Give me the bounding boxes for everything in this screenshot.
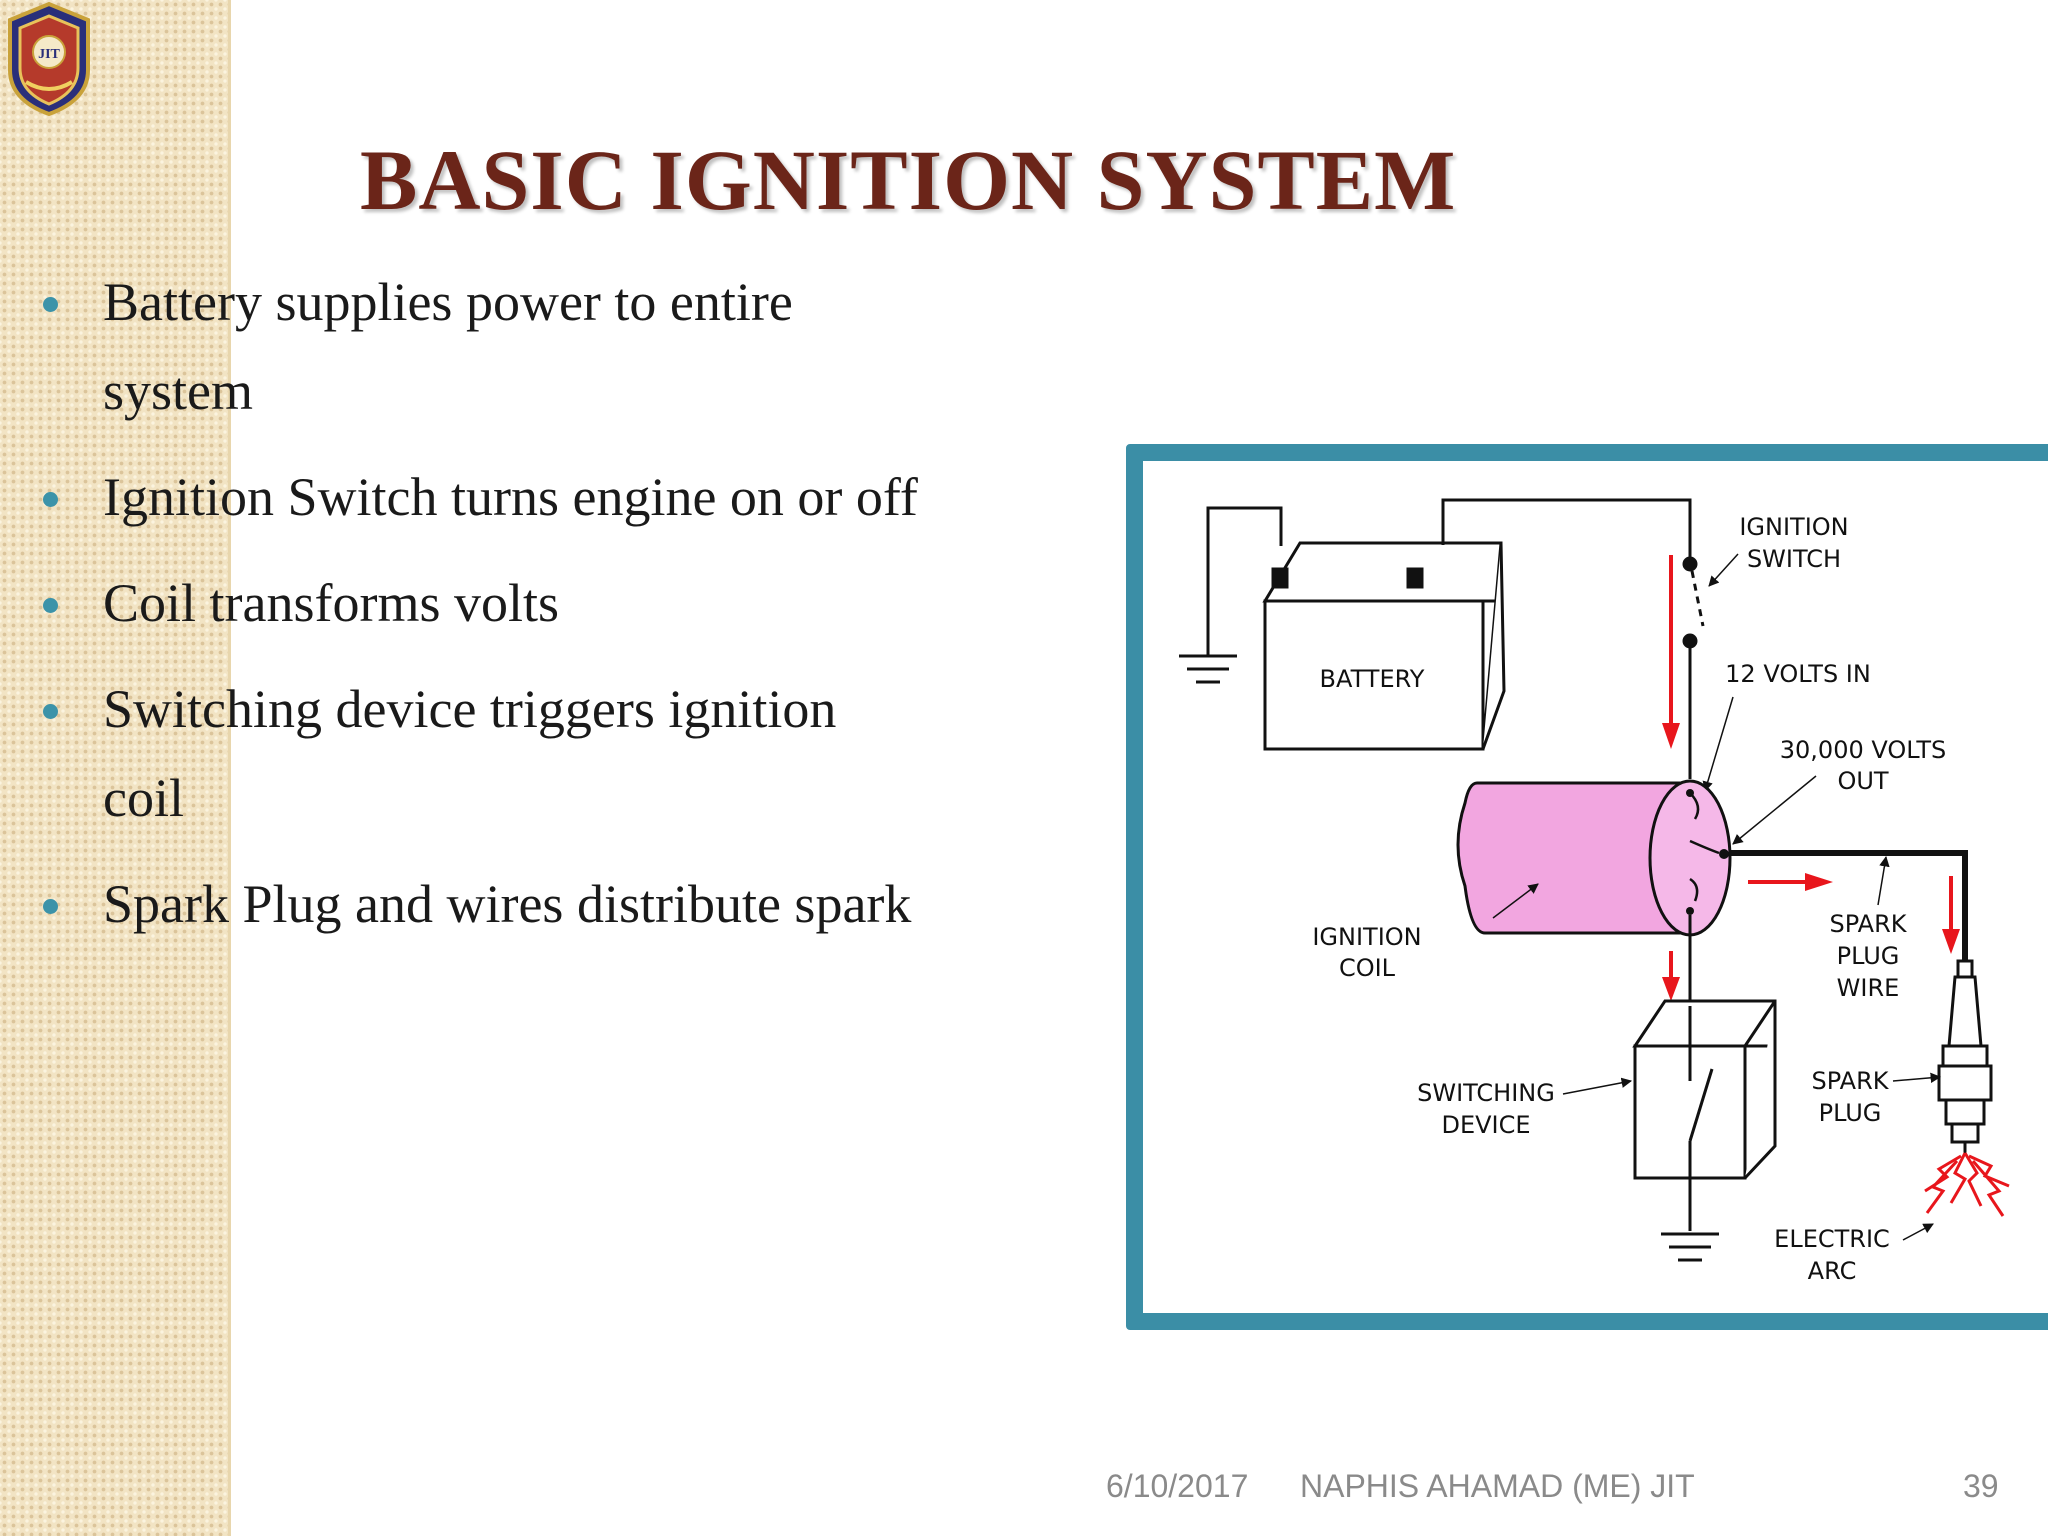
ignition-circuit-diagram: BATTERY IGNITION SWITCH 12 VOLTS IN IGNI… [1179, 498, 2010, 1285]
volts-in-label: 12 VOLTS IN [1725, 660, 1871, 688]
spark-plug-wire-label-line2: PLUG [1837, 942, 1900, 970]
ground-symbol-right [1661, 1232, 1719, 1262]
switching-label-leader [1562, 1077, 1633, 1095]
switching-device-icon [1632, 999, 1777, 1231]
spark-plug-wire [1729, 850, 1968, 961]
bullet-text: Ignition Switch turns engine on or off [103, 467, 918, 527]
spark-plug-wire-label-line1: SPARK [1829, 910, 1907, 938]
bullet-item: Battery supplies power to entire system [40, 258, 920, 436]
ground-wire-left [1206, 506, 1283, 569]
arc-label-leader [1902, 1223, 1934, 1241]
ignition-switch-label-line1: IGNITION [1739, 513, 1848, 541]
bullet-list: Battery supplies power to entire system … [40, 258, 920, 966]
ground-symbol-left [1179, 569, 1237, 684]
bullet-item: Switching device triggers ignition coil [40, 665, 920, 843]
spark-plug-label-line2: PLUG [1819, 1099, 1882, 1127]
bullet-item: Coil transforms volts [40, 559, 920, 648]
electric-arc-label-line2: ARC [1808, 1257, 1857, 1285]
ignition-coil-label-line2: COIL [1339, 954, 1396, 982]
bullet-item: Ignition Switch turns engine on or off [40, 453, 920, 542]
decorative-side-band [0, 0, 231, 1536]
bullet-item: Spark Plug and wires distribute spark [40, 860, 920, 949]
volts-out-leader [1732, 775, 1817, 845]
battery-to-switch-wire [1441, 498, 1692, 561]
ignition-switch-label-line2: SWITCH [1747, 545, 1841, 573]
coil-label-leader [1492, 883, 1539, 919]
plug-wire-label-leader [1877, 855, 1890, 906]
spark-plug-label-leader [1892, 1072, 1942, 1084]
switching-device-label-line2: DEVICE [1441, 1111, 1530, 1139]
bullet-dot-icon [43, 899, 58, 914]
bullet-dot-icon [43, 704, 58, 719]
svg-text:JIT: JIT [38, 47, 60, 62]
electric-arc-icon [1924, 1152, 2010, 1217]
slide-title: BASIC IGNITION SYSTEM [360, 132, 1457, 228]
ignition-coil-label-line1: IGNITION [1312, 923, 1421, 951]
plug-wire-arrow-icon [1942, 876, 1960, 954]
bullet-text: Spark Plug and wires distribute spark [103, 874, 912, 934]
volts-in-leader [1702, 696, 1734, 793]
bullet-dot-icon [43, 598, 58, 613]
ignition-switch-icon [1682, 556, 1705, 779]
bullet-text: Switching device triggers ignition coil [103, 679, 837, 828]
footer-date: 6/10/2017 [1106, 1468, 1249, 1504]
battery-icon [1262, 541, 1506, 751]
switching-device-label-line1: SWITCHING [1417, 1079, 1555, 1107]
electric-arc-label-line1: ELECTRIC [1774, 1225, 1890, 1253]
footer-author: NAPHIS AHAMAD (ME) JIT [1300, 1468, 1695, 1504]
high-voltage-arrow-icon [1748, 873, 1833, 891]
battery-label: BATTERY [1320, 665, 1425, 693]
bullet-text: Coil transforms volts [103, 573, 559, 633]
volts-out-label-line1: 30,000 VOLTS [1780, 736, 1946, 764]
switch-label-leader [1708, 553, 1739, 587]
spark-plug-icon [1937, 959, 1993, 1153]
current-flow-arrow-icon [1662, 555, 1680, 749]
ignition-coil-icon [1456, 779, 1732, 937]
trigger-arrow-icon [1662, 951, 1680, 1001]
spark-plug-label-line1: SPARK [1811, 1067, 1889, 1095]
bullet-dot-icon [43, 492, 58, 507]
volts-out-label-line2: OUT [1837, 767, 1888, 795]
bullet-text: Battery supplies power to entire system [103, 272, 793, 421]
footer-page-number: 39 [1963, 1468, 1999, 1504]
college-logo: JIT [8, 1, 90, 117]
spark-plug-wire-label-line3: WIRE [1837, 974, 1900, 1002]
bullet-dot-icon [43, 297, 58, 312]
